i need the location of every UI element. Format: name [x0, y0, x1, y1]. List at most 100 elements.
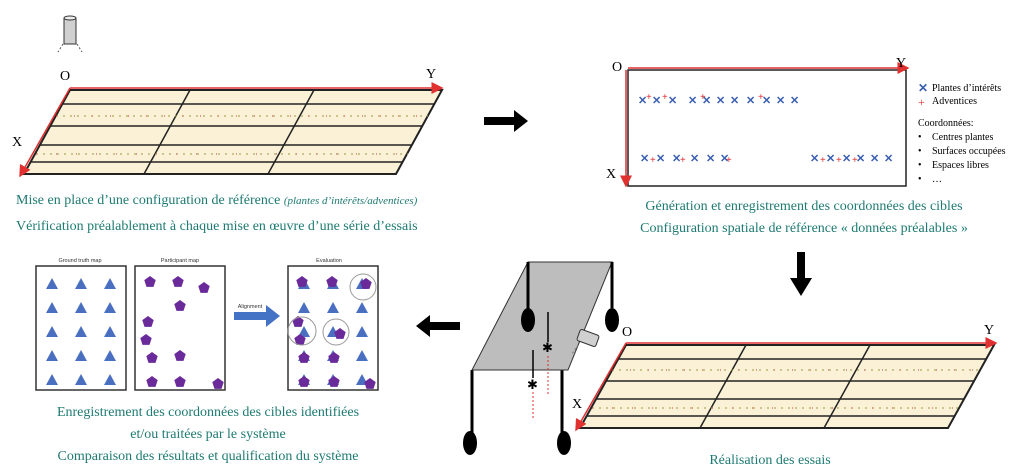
- plant-marker: ✕: [638, 95, 647, 107]
- plant-marker: ✕: [640, 153, 649, 165]
- weed-marker: +: [726, 155, 732, 166]
- participant-marker: [198, 282, 210, 293]
- ground-truth-marker: [75, 302, 87, 313]
- participant-marker: [212, 378, 224, 389]
- panel1-caption-line1: Mise en place d’une configuration de réf…: [16, 193, 418, 208]
- camera-icon: [571, 329, 600, 355]
- panel4-caption-line2: et/ou traitées par le système: [130, 427, 286, 442]
- axis-x-label: X: [572, 397, 582, 412]
- flow-arrow-down: [790, 252, 812, 296]
- plant-marker: ✕: [746, 95, 755, 107]
- coord-item: Espaces libres: [932, 160, 989, 171]
- plant-marker: ✕: [688, 95, 697, 107]
- axis-o-label: O: [60, 69, 70, 84]
- participant-marker: [142, 316, 154, 327]
- ground-truth-marker: [356, 326, 368, 337]
- legend-plants: Plantes d’intérêts: [932, 83, 1001, 94]
- weed-marker: +: [820, 155, 826, 166]
- ground-truth-marker: [75, 350, 87, 361]
- plant-marker: ✕: [884, 153, 893, 165]
- panel3-trial: O Y X ✱ ✱: [463, 261, 998, 455]
- axis-x-label: X: [12, 135, 22, 150]
- participant-marker: [174, 350, 186, 361]
- participant-marker: [298, 376, 310, 387]
- participant-marker: [174, 376, 186, 387]
- plant-marker: ✕: [652, 95, 661, 107]
- participant-marker: [294, 334, 306, 345]
- panel4-evaluation: Ground truth map Participant map Evaluat…: [35, 258, 379, 391]
- participant-marker: [296, 276, 308, 287]
- panel4-caption-line1: Enregistrement des coordonnées des cible…: [57, 405, 359, 420]
- weed-marker: +: [662, 92, 668, 103]
- ground-truth-title: Ground truth map: [58, 258, 101, 264]
- axis-y-label: Y: [984, 323, 994, 338]
- participant-marker: [326, 276, 338, 287]
- svg-text:•: •: [918, 132, 922, 143]
- ground-truth-marker: [75, 326, 87, 337]
- participant-marker: [364, 378, 376, 389]
- panel4-caption-line3: Comparaison des résultats et qualificati…: [58, 449, 359, 464]
- plant-marker: ✕: [810, 153, 819, 165]
- legend-weeds: Adventices: [932, 96, 977, 107]
- participant-marker: [172, 276, 184, 287]
- plant-marker: ✕: [720, 153, 729, 165]
- participant-marker: [360, 278, 372, 289]
- axis-o-label: O: [612, 60, 622, 75]
- svg-text:✱: ✱: [527, 377, 538, 392]
- ground-truth-marker: [298, 302, 310, 313]
- x-axis-arrow: [575, 342, 627, 432]
- weed-marker: +: [680, 155, 686, 166]
- evaluation-title: Evaluation: [316, 258, 342, 264]
- participant-marker: [140, 334, 152, 345]
- panel2-caption-line2: Configuration spatiale de référence « do…: [640, 221, 968, 236]
- participant-marker: [328, 376, 340, 387]
- weed-marker: +: [700, 92, 706, 103]
- alignment-arrow: [234, 305, 280, 327]
- weed-marker: +: [852, 155, 858, 166]
- ground-truth-marker: [46, 374, 58, 385]
- ground-truth-marker: [104, 374, 116, 385]
- participant-marker: [146, 352, 158, 363]
- ground-truth-marker: [104, 302, 116, 313]
- plant-marker: ✕: [790, 95, 799, 107]
- field-plot: [578, 344, 996, 429]
- panel2-caption-line1: Génération et enregistrement des coordon…: [645, 199, 962, 214]
- weed-marker: +: [758, 92, 764, 103]
- plant-marker: ✕: [730, 95, 739, 107]
- participant-map-title: Participant map: [161, 258, 199, 264]
- ground-truth-marker: [104, 326, 116, 337]
- participant-marker: [144, 276, 156, 287]
- plant-marker: ✕: [842, 153, 851, 165]
- ground-truth-marker: [298, 326, 310, 337]
- plant-marker: ✕: [870, 153, 879, 165]
- plant-marker: ✕: [668, 95, 677, 107]
- panel3-caption: Réalisation des essais: [709, 453, 830, 468]
- svg-text:•: •: [918, 146, 922, 157]
- participant-marker: [174, 300, 186, 311]
- plant-legend-icon: ✕: [918, 81, 928, 95]
- ground-truth-marker: [46, 278, 58, 289]
- plant-marker: ✕: [690, 153, 699, 165]
- ground-truth-marker: [75, 278, 87, 289]
- plant-marker: ✕: [856, 153, 865, 165]
- plant-marker: ✕: [762, 95, 771, 107]
- coord-item: …: [932, 174, 942, 185]
- axis-o-label: O: [622, 325, 632, 340]
- panel1-caption-line2: Vérification préalablement à chaque mise…: [16, 219, 418, 234]
- ground-truth-marker: [46, 350, 58, 361]
- weed-marker: +: [650, 155, 656, 166]
- robot-platform: ✱ ✱: [463, 261, 619, 455]
- x-axis-arrow: [19, 87, 71, 178]
- plant-marker: ✕: [776, 95, 785, 107]
- axis-x-label: X: [606, 167, 616, 182]
- participant-marker: [328, 352, 340, 363]
- ground-truth-marker: [356, 302, 368, 313]
- plant-marker: ✕: [702, 95, 711, 107]
- weed-marker: +: [646, 92, 652, 103]
- camera-icon: [57, 15, 83, 53]
- plant-marker: ✕: [716, 95, 725, 107]
- weed-marker: +: [836, 155, 842, 166]
- ground-truth-marker: [75, 374, 87, 385]
- plant-marker: ✕: [826, 153, 835, 165]
- participant-marker: [146, 376, 158, 387]
